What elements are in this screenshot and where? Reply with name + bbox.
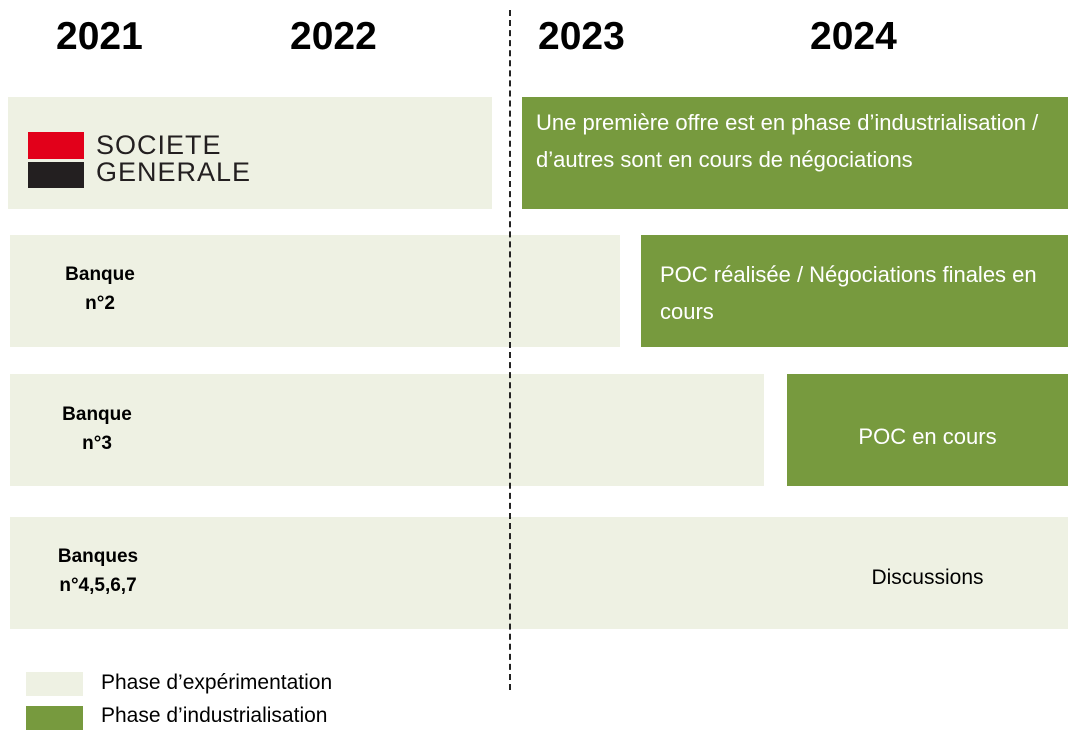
logo-line1: SOCIETE	[96, 130, 222, 160]
row2-industrialisation-bar	[641, 235, 1068, 347]
row1-experimentation-bar	[8, 97, 492, 209]
row1-industrialisation-bar	[522, 97, 1068, 209]
logo-line2: GENERALE	[96, 157, 252, 187]
legend-experimentation-label: Phase d’expérimentation	[101, 671, 333, 694]
year-2024: 2024	[810, 15, 897, 58]
row4-label-line1: Banques	[57, 546, 139, 567]
legend-industrialisation-label: Phase d’industrialisation	[101, 704, 328, 727]
row2-industrialisation-text: POC réalisée / Négociations finales en c…	[660, 262, 1037, 324]
row3-label-line1: Banque	[62, 404, 132, 425]
year-2021: 2021	[56, 15, 143, 58]
logo-wordmark: SOCIETE GENERALE	[96, 132, 251, 186]
logo-red-block	[28, 132, 84, 159]
row3-label-line2: n°3	[82, 433, 112, 454]
row2-label-line2: n°2	[85, 293, 115, 314]
row1-industrialisation-text: Une première offre est en phase d’indust…	[536, 110, 1039, 172]
year-2023: 2023	[538, 15, 625, 58]
row4-experimentation-bar	[10, 517, 1068, 629]
year-2022: 2022	[290, 15, 377, 58]
row4-label-line2: n°4,5,6,7	[59, 575, 137, 596]
row2-label-line1: Banque	[65, 264, 135, 285]
row4-status-text: Discussions	[871, 566, 984, 589]
row3-industrialisation-bar	[787, 374, 1068, 486]
row3-industrialisation-text: POC en cours	[858, 424, 997, 449]
societe-generale-logo: SOCIETE GENERALE	[28, 132, 298, 188]
row2-bank-label: Banque n°2	[40, 260, 160, 318]
row3-experimentation-bar	[10, 374, 764, 486]
logo-black-block	[28, 162, 84, 188]
row3-bank-label: Banque n°3	[37, 400, 157, 458]
row2-experimentation-bar	[10, 235, 620, 347]
timeline-divider	[509, 10, 511, 690]
row4-bank-label: Banques n°4,5,6,7	[28, 542, 168, 600]
legend-industrialisation-swatch	[26, 706, 83, 730]
legend-experimentation-swatch	[26, 672, 83, 696]
